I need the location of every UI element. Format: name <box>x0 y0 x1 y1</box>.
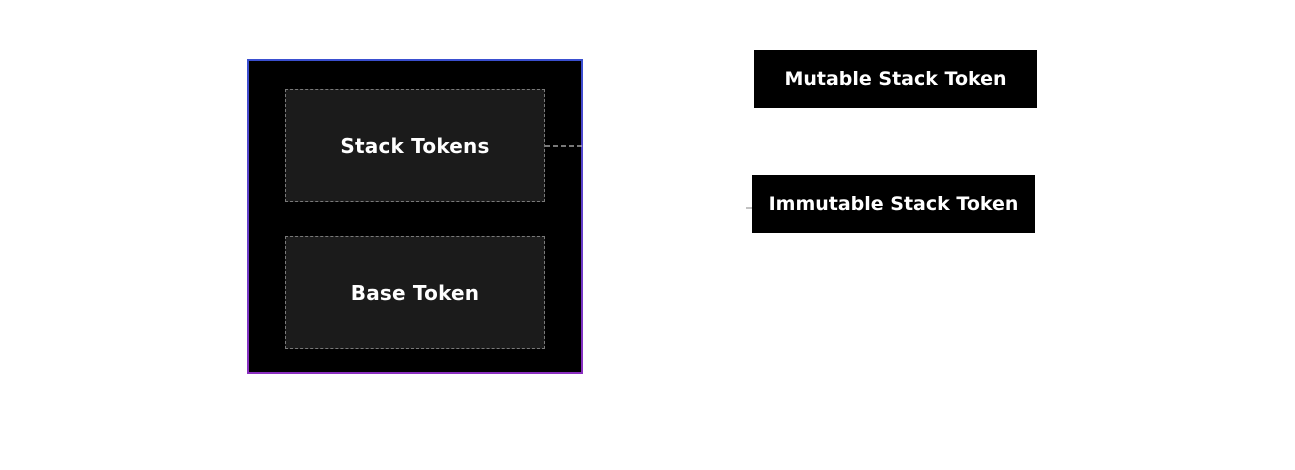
base-token-node: Base Token <box>285 236 545 349</box>
mutable-stack-token-label: Mutable Stack Token <box>784 68 1007 90</box>
immutable-stack-token-node: Immutable Stack Token <box>752 175 1035 233</box>
stack-tokens-node: Stack Tokens <box>285 89 545 202</box>
immutable-stack-token-label: Immutable Stack Token <box>768 193 1019 215</box>
base-token-label: Base Token <box>350 280 480 305</box>
token-container: Stack Tokens Base Token <box>247 59 583 374</box>
mutable-stack-token-node: Mutable Stack Token <box>754 50 1037 108</box>
stack-tokens-label: Stack Tokens <box>340 133 490 158</box>
